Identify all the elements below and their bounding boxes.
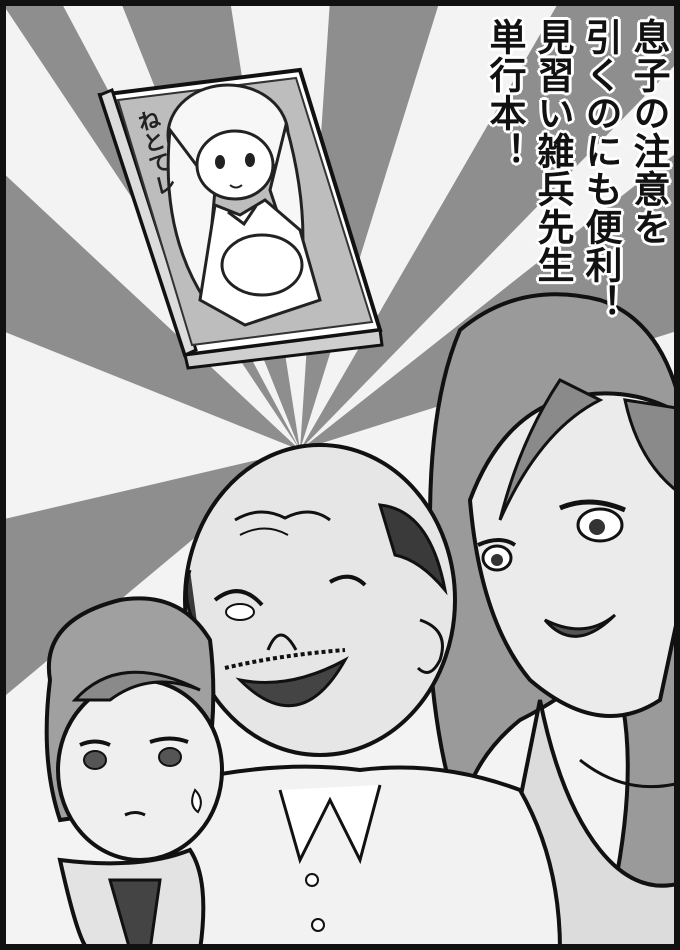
caption-line-4: 単行本！	[483, 18, 526, 170]
caption-line-1: 息子の注意を	[627, 18, 670, 246]
bald-man	[156, 443, 563, 950]
smiling-woman	[426, 292, 680, 950]
annoyed-girl	[44, 596, 224, 950]
caption-line-3: 見習い雑兵先生	[531, 18, 574, 284]
manga-book	[97, 67, 384, 370]
caption-line-2: 引くのにも便利！	[579, 18, 622, 322]
narration-caption: 息子の注意を 引くのにも便利！ 見習い雑兵先生 単行本！	[470, 18, 670, 348]
